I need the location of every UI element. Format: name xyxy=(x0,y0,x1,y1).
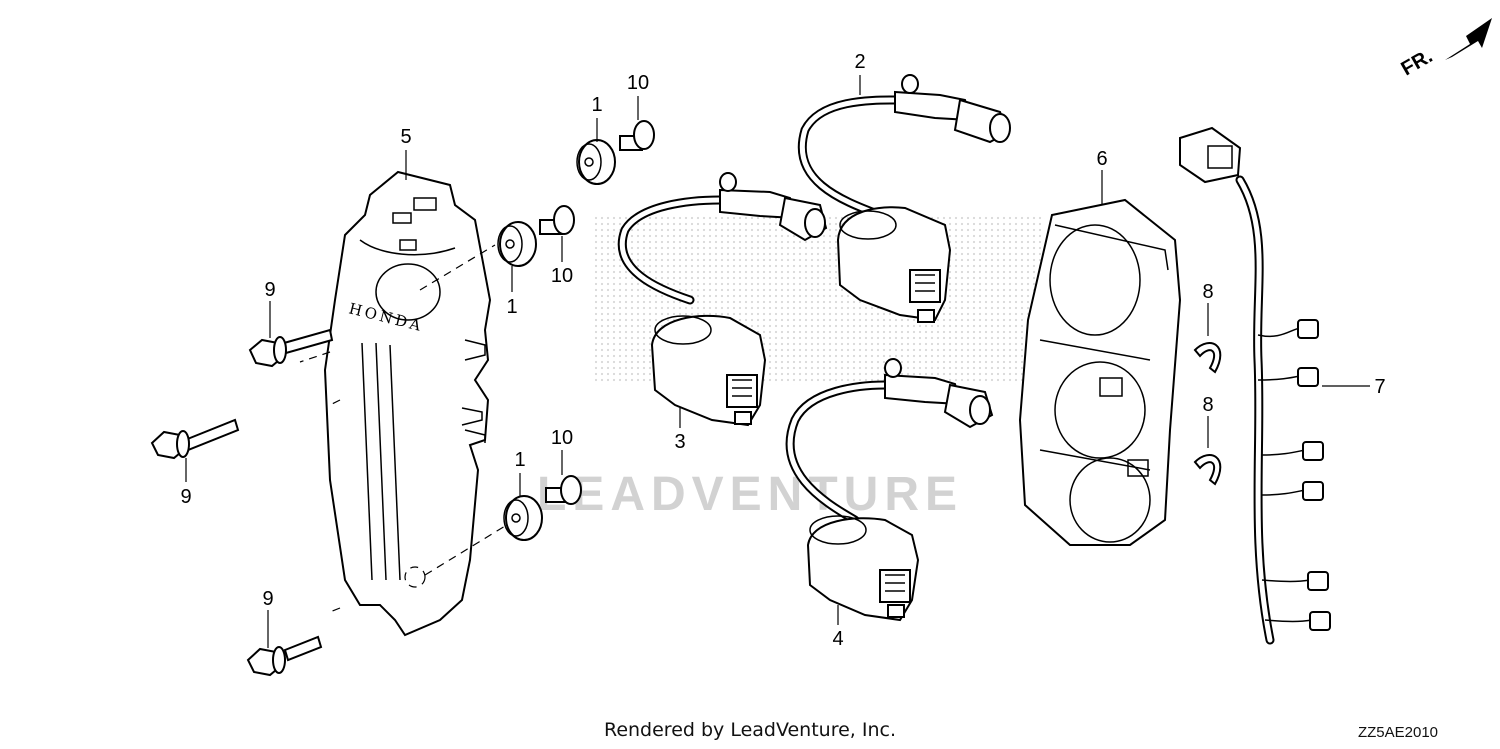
watermark-text: LEADVENTURE xyxy=(537,468,963,521)
callout-2: 2 xyxy=(854,51,865,73)
front-arrow-icon xyxy=(1445,18,1492,60)
grommet-part-1-top xyxy=(576,139,616,185)
callout-5: 5 xyxy=(400,126,411,148)
collar-part-10-top xyxy=(619,120,655,151)
callout-8-lower: 8 xyxy=(1202,394,1213,416)
collar-part-10-middle xyxy=(539,205,575,235)
bolt-part-9-lower xyxy=(246,635,323,677)
clip-part-8-lower xyxy=(1193,454,1222,486)
callout-9-upper: 9 xyxy=(264,279,275,301)
callout-3: 3 xyxy=(674,431,685,453)
wire-harness-part-7 xyxy=(1179,126,1331,645)
leader-lines xyxy=(185,75,1370,648)
rendered-by-footer: Rendered by LeadVenture, Inc. xyxy=(604,719,896,741)
alignment-lines xyxy=(299,244,511,613)
grommet-part-1-middle xyxy=(497,221,537,267)
callout-9-lower: 9 xyxy=(262,588,273,610)
diagram-code: ZZ5AE2010 xyxy=(1358,724,1438,741)
bolt-part-9-upper xyxy=(248,328,334,368)
callout-4: 4 xyxy=(832,628,843,650)
callout-1-bottom: 1 xyxy=(514,449,525,471)
front-direction-marker: FR. xyxy=(1398,18,1492,80)
callout-6: 6 xyxy=(1096,148,1107,170)
ignition-coil-part-4 xyxy=(785,358,994,622)
coil-bracket-part-6 xyxy=(1018,198,1182,546)
callout-10-middle: 10 xyxy=(551,265,573,287)
callout-1-middle: 1 xyxy=(506,296,517,318)
bolt-part-9-middle xyxy=(150,418,240,460)
callout-10-bottom: 10 xyxy=(551,427,573,449)
watermark: LEADVENTURE xyxy=(537,215,1045,521)
ignition-coil-part-3 xyxy=(618,172,828,427)
coil-cover-part-5: HONDA xyxy=(323,170,492,637)
callout-10-top: 10 xyxy=(627,72,649,94)
collar-part-10-bottom xyxy=(545,475,582,505)
callout-7: 7 xyxy=(1374,376,1385,398)
callout-1-top: 1 xyxy=(591,94,602,116)
front-label: FR. xyxy=(1398,45,1437,80)
callout-9-middle: 9 xyxy=(180,486,191,508)
ignition-coil-part-2 xyxy=(797,74,1011,323)
callout-labels: 1 1 1 2 3 4 5 6 7 8 8 9 9 9 10 10 10 xyxy=(180,51,1385,650)
clip-part-8-upper xyxy=(1193,342,1222,374)
callout-8-upper: 8 xyxy=(1202,281,1213,303)
grommet-part-1-bottom xyxy=(503,495,543,541)
